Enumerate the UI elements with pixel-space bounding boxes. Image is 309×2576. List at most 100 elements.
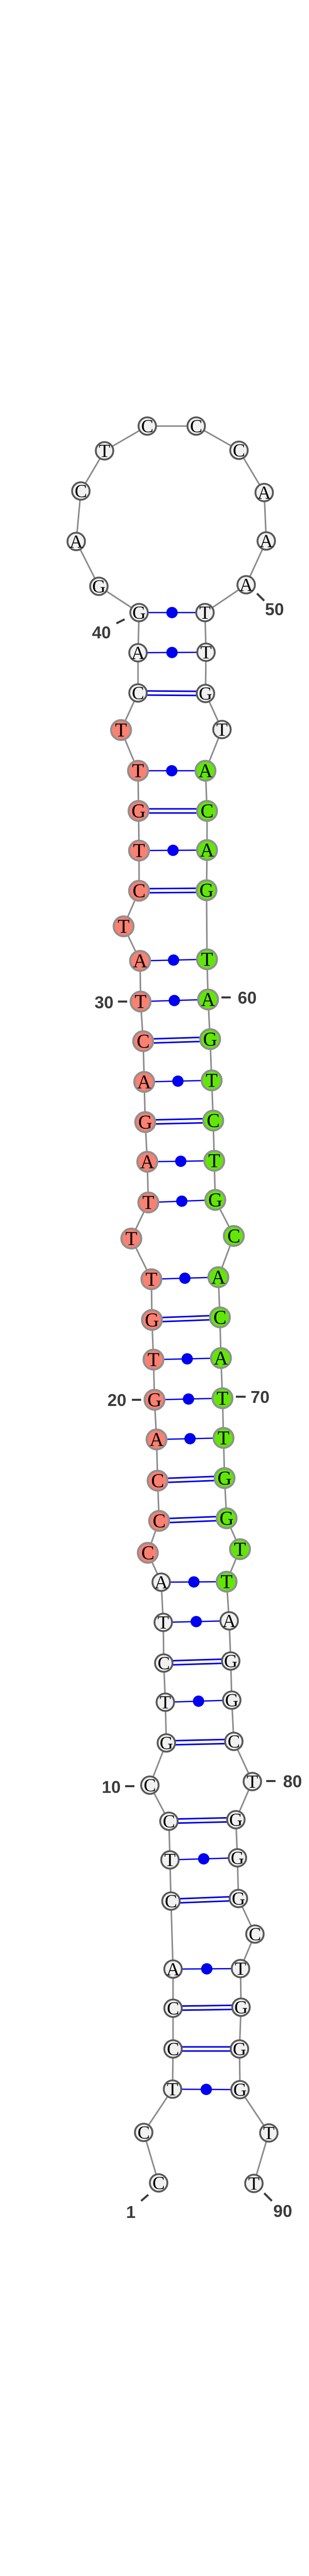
svg-text:C: C (75, 481, 87, 501)
svg-text:A: A (131, 642, 145, 663)
svg-text:40: 40 (92, 623, 111, 642)
svg-text:C: C (141, 1543, 154, 1564)
svg-text:T: T (205, 1070, 217, 1092)
svg-text:C: C (233, 440, 245, 461)
svg-text:A: A (258, 482, 271, 503)
svg-text:C: C (165, 1891, 177, 1911)
svg-text:1: 1 (126, 2202, 135, 2222)
svg-text:T: T (235, 1958, 246, 1979)
svg-text:T: T (220, 1571, 232, 1593)
svg-text:G: G (217, 1468, 231, 1489)
svg-text:G: G (233, 2039, 246, 2059)
svg-text:50: 50 (265, 600, 284, 619)
svg-text:T: T (117, 916, 129, 938)
svg-text:T: T (133, 840, 145, 862)
svg-text:A: A (214, 1348, 228, 1369)
svg-text:G: G (132, 602, 146, 623)
svg-text:G: G (224, 1651, 237, 1671)
svg-text:T: T (125, 1228, 137, 1250)
svg-text:G: G (145, 1310, 159, 1331)
svg-text:T: T (145, 1269, 157, 1291)
svg-text:C: C (207, 1110, 219, 1132)
svg-text:C: C (152, 1511, 165, 1532)
svg-text:A: A (154, 1572, 168, 1592)
svg-text:T: T (134, 991, 146, 1013)
svg-text:T: T (200, 642, 212, 663)
svg-text:C: C (227, 1226, 240, 1247)
svg-text:G: G (203, 1029, 217, 1050)
svg-text:A: A (166, 1959, 180, 1979)
svg-text:G: G (225, 1690, 238, 1710)
svg-text:G: G (160, 1733, 173, 1753)
svg-text:20: 20 (108, 1391, 127, 1410)
svg-text:G: G (231, 1848, 244, 1868)
svg-text:30: 30 (95, 993, 114, 1012)
svg-text:G: G (199, 880, 213, 902)
svg-text:C: C (132, 880, 145, 902)
svg-text:G: G (131, 801, 145, 822)
svg-text:T: T (216, 1388, 228, 1410)
svg-text:C: C (163, 1811, 175, 1832)
svg-text:G: G (92, 576, 106, 597)
svg-text:60: 60 (238, 988, 257, 1007)
svg-text:C: C (249, 1924, 261, 1944)
svg-text:90: 90 (273, 2201, 293, 2221)
svg-text:G: G (229, 1809, 243, 1830)
svg-text:T: T (247, 1771, 258, 1792)
svg-text:A: A (198, 760, 213, 782)
svg-text:T: T (248, 2173, 260, 2194)
svg-text:T: T (158, 1612, 169, 1633)
svg-text:T: T (160, 1692, 171, 1713)
svg-text:T: T (115, 720, 127, 741)
svg-text:A: A (70, 531, 83, 552)
svg-text:A: A (211, 1267, 226, 1289)
svg-text:C: C (213, 1307, 226, 1329)
svg-text:A: A (137, 1072, 151, 1093)
svg-text:A: A (200, 840, 214, 861)
svg-text:A: A (133, 951, 147, 972)
svg-text:70: 70 (251, 1387, 270, 1406)
svg-text:C: C (200, 801, 213, 822)
svg-text:G: G (233, 2079, 247, 2100)
svg-text:T: T (217, 1428, 229, 1449)
svg-text:C: C (228, 1731, 240, 1752)
svg-text:A: A (239, 574, 253, 595)
svg-text:G: G (199, 683, 212, 704)
svg-text:80: 80 (283, 1772, 302, 1791)
svg-text:T: T (99, 440, 110, 461)
svg-text:T: T (216, 719, 228, 740)
svg-text:C: C (151, 1470, 164, 1492)
svg-text:10: 10 (102, 1777, 121, 1797)
svg-text:G: G (138, 1112, 152, 1133)
svg-text:A: A (201, 989, 215, 1011)
svg-text:C: C (167, 1998, 179, 2019)
svg-text:T: T (132, 760, 144, 782)
svg-text:T: T (142, 1192, 154, 1214)
svg-text:T: T (199, 602, 211, 623)
svg-text:C: C (190, 416, 202, 436)
svg-text:C: C (158, 1653, 170, 1673)
svg-text:T: T (167, 2079, 178, 2099)
svg-text:A: A (149, 1429, 164, 1451)
svg-text:G: G (219, 1508, 233, 1530)
svg-text:C: C (141, 416, 153, 436)
svg-text:T: T (147, 1349, 159, 1371)
svg-text:A: A (140, 1151, 154, 1173)
svg-text:C: C (138, 2122, 150, 2143)
svg-text:C: C (136, 1031, 149, 1053)
svg-text:T: T (164, 1850, 176, 1870)
svg-text:G: G (232, 1888, 245, 1909)
svg-text:C: C (152, 2173, 165, 2193)
svg-text:T: T (201, 949, 213, 971)
svg-text:G: G (208, 1190, 222, 1211)
svg-text:C: C (132, 683, 144, 703)
svg-text:C: C (167, 2039, 179, 2059)
svg-text:G: G (147, 1389, 161, 1411)
svg-text:T: T (208, 1150, 220, 1172)
svg-text:T: T (234, 1539, 246, 1561)
svg-text:C: C (144, 1775, 156, 1795)
svg-text:A: A (222, 1611, 236, 1631)
svg-text:T: T (263, 2123, 274, 2143)
svg-text:G: G (234, 1997, 248, 2018)
svg-text:A: A (260, 531, 273, 551)
